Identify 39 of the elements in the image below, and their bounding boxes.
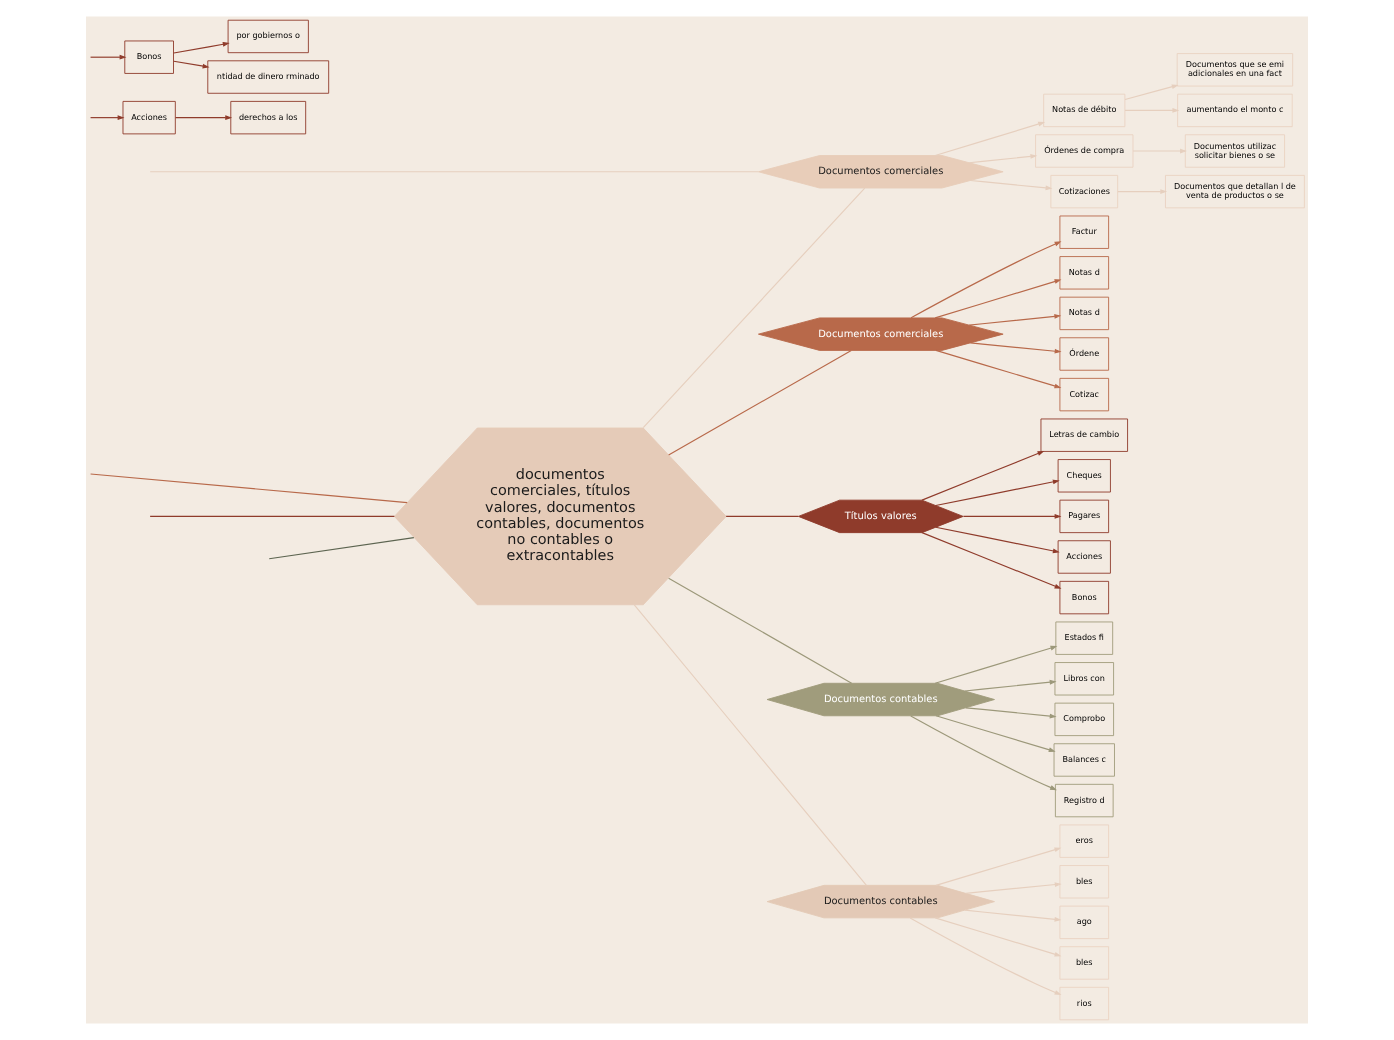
arrow [174, 115, 233, 121]
connector [149, 515, 395, 517]
arrow [934, 917, 1062, 957]
arrow [89, 54, 127, 60]
arrow [964, 679, 1057, 692]
connector [268, 537, 415, 560]
arrow [1117, 189, 1168, 194]
arrow [969, 342, 1062, 354]
arrow [934, 279, 1062, 319]
connector [90, 473, 408, 504]
arrow [962, 514, 1062, 519]
arrow [910, 241, 1062, 319]
arrow [935, 349, 1062, 389]
connector [668, 349, 852, 456]
arrow [965, 882, 1062, 894]
arrow [1124, 108, 1180, 113]
arrow [969, 179, 1053, 191]
arrow [921, 450, 1045, 501]
arrow [910, 715, 1057, 791]
arrow [934, 645, 1058, 684]
connector [642, 187, 866, 429]
arrow [935, 715, 1056, 752]
connector [668, 577, 853, 684]
arrow [934, 121, 1046, 157]
arrow [909, 917, 1062, 995]
arrow [921, 532, 1062, 589]
arrow [173, 60, 210, 69]
connector [633, 604, 867, 886]
arrow [935, 847, 1062, 886]
arrow [965, 707, 1057, 719]
arrow [89, 115, 125, 121]
arrow [964, 909, 1062, 922]
arrow [935, 526, 1060, 554]
arrow [968, 154, 1038, 164]
arrow [1124, 84, 1179, 101]
arrow [935, 479, 1060, 507]
connector [725, 515, 799, 517]
arrow [968, 314, 1062, 326]
arrow [173, 41, 230, 54]
